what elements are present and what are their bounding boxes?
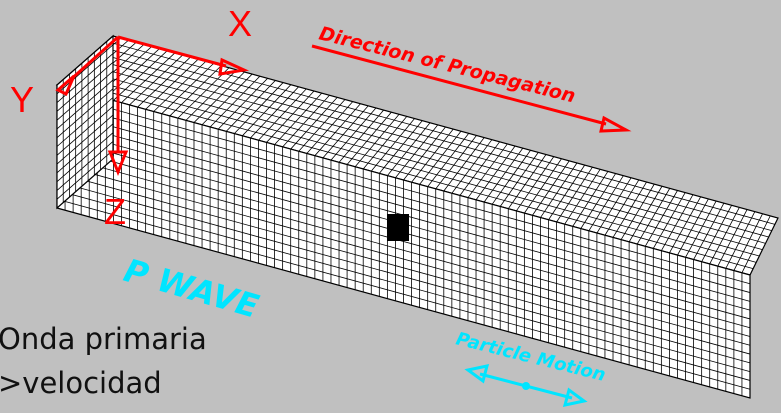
direction-arrow	[311, 44, 632, 133]
z-axis-label: Z	[104, 191, 126, 232]
grid-block	[55, 34, 779, 399]
direction-label: Direction of Propagation	[317, 23, 578, 108]
axis-group	[55, 35, 250, 177]
z-axis-arrow	[107, 150, 129, 177]
x-axis-arrow	[218, 57, 250, 76]
x-axis-label: X	[228, 3, 252, 44]
p-wave-label: P WAVE	[120, 251, 263, 326]
y-axis-arrow	[55, 74, 76, 97]
y-axis-line	[66, 35, 120, 84]
caption-line-1: Onda primaria	[0, 322, 207, 356]
left-face-lines-horizontal	[56, 44, 114, 200]
caption-line-2: >velocidad	[0, 366, 162, 400]
particle-motion-dot	[522, 382, 530, 390]
x-axis-line	[117, 35, 227, 68]
particle-square	[387, 214, 409, 241]
top-face-lines-depth	[63, 41, 775, 270]
y-axis-label: Y	[10, 79, 34, 120]
